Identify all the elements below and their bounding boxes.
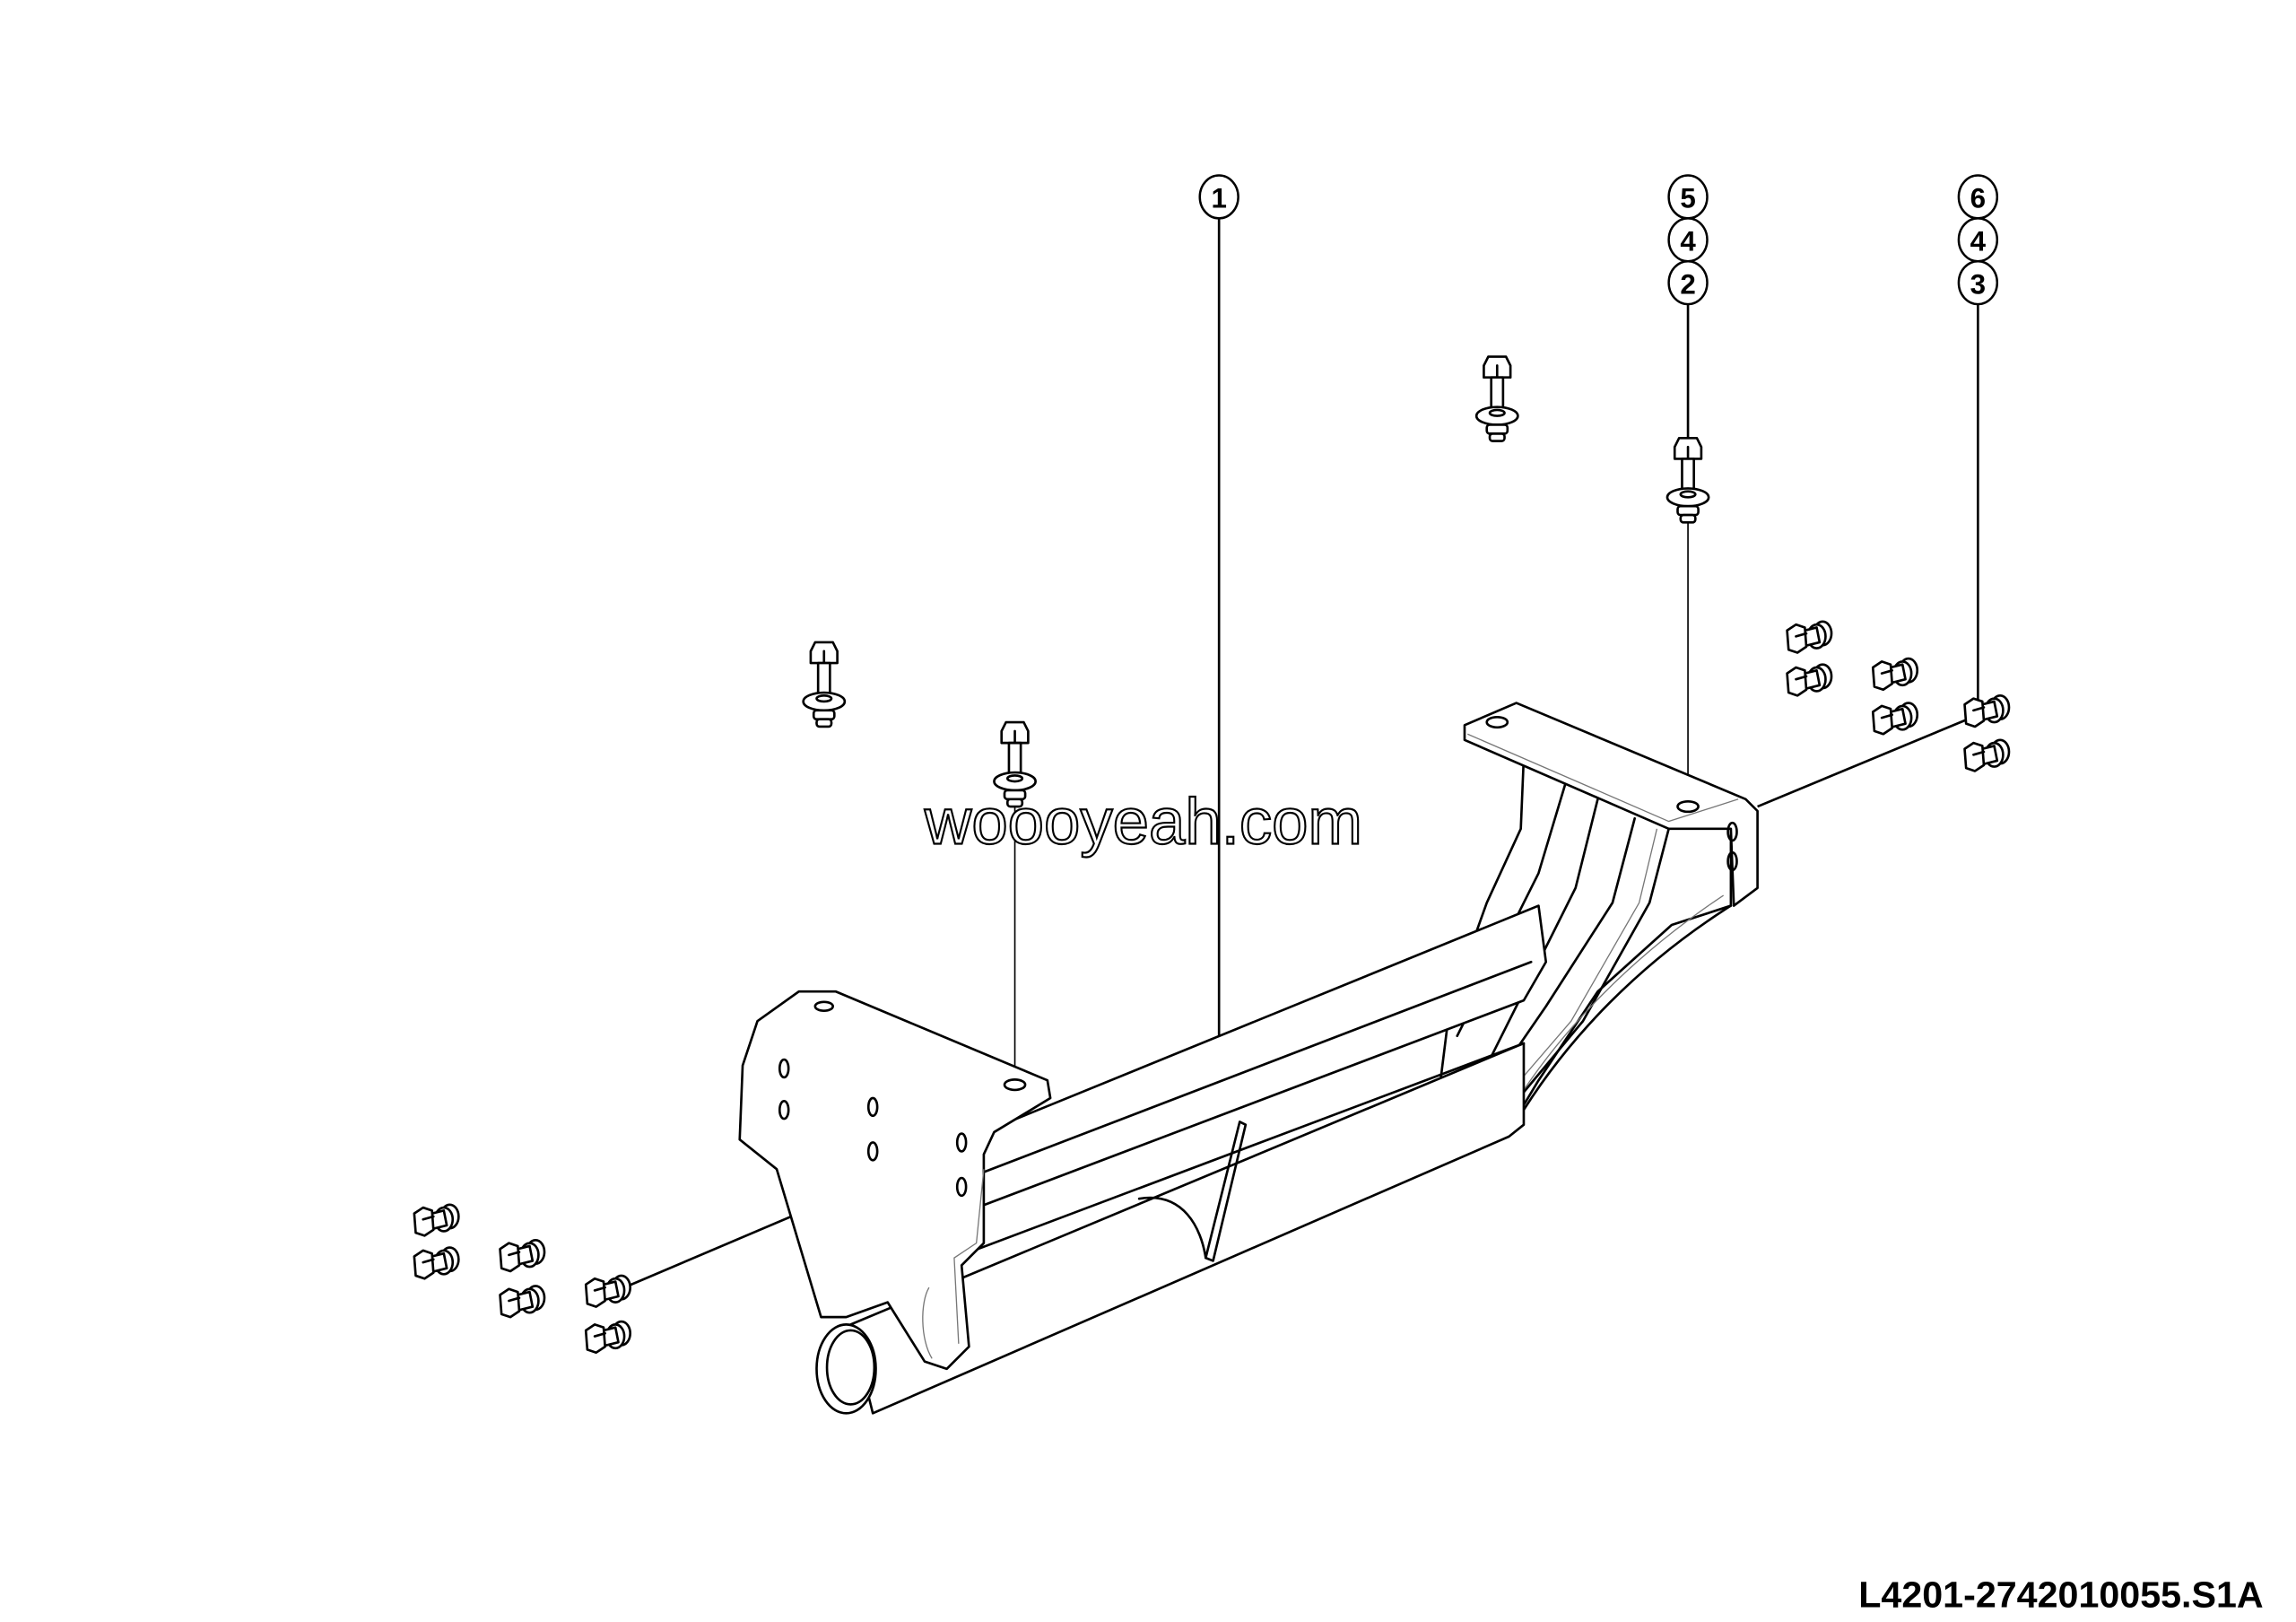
horizontal-bolt-icon [1963,694,2011,728]
callout-number: 4 [1970,225,1987,257]
horizontal-bolt-icon [1871,657,1919,692]
vertical-bolt-icon [802,641,847,728]
horizontal-bolt-icon [1963,738,2011,772]
callout-number: 5 [1680,183,1695,214]
horizontal-bolt-icon [413,1203,460,1237]
callout-circle [1957,259,1999,306]
horizontal-bolt-icon [499,1285,546,1319]
horizontal-bolt-icon [584,1320,631,1355]
callout-number: 2 [1680,268,1695,300]
horizontal-bolt-icon [413,1246,460,1280]
horizontal-bolt-icon [1786,663,1833,697]
vertical-bolt-icon [1665,437,1710,524]
callout-balloon: 1 [1198,174,1239,220]
stack-parts-5-4-2: 5 4 2 [1667,174,1709,306]
callout-circle [1667,259,1709,306]
callout-balloon: 5 [1667,174,1709,220]
watermark: woooyeah.com [924,785,1362,858]
drawing-number: L4201-2742010055.S1A [1858,1574,2263,1615]
horizontal-bolt-icon [1786,620,1833,654]
fastener-group [413,355,2011,1355]
vertical-bolt-icon [993,720,1037,808]
callout-number: 4 [1680,225,1696,257]
callout-balloon: 3 [1957,259,1999,306]
callout-balloon: 6 [1957,174,1999,220]
callout-number: 3 [1970,268,1986,300]
stack-parts-6-4-3: 6 4 3 [1957,174,1999,306]
callout-balloon: 4 [1957,217,1999,263]
callout-number: 6 [1970,183,1986,214]
callout-circle [1198,174,1239,220]
callout-balloon: 2 [1667,259,1709,306]
horizontal-bolt-icon [584,1274,631,1308]
horizontal-bolt-icon [1871,702,1919,736]
callout-balloon: 4 [1667,217,1709,263]
stack-part-1: 1 [1198,174,1239,220]
horizontal-bolt-icon [499,1239,546,1273]
front-frame-assembly [738,702,1759,1415]
callout-number: 1 [1211,183,1226,214]
vertical-bolt-icon [1474,355,1519,442]
callout-balloons: 1 5 4 2 6 4 3 [1198,174,1999,306]
